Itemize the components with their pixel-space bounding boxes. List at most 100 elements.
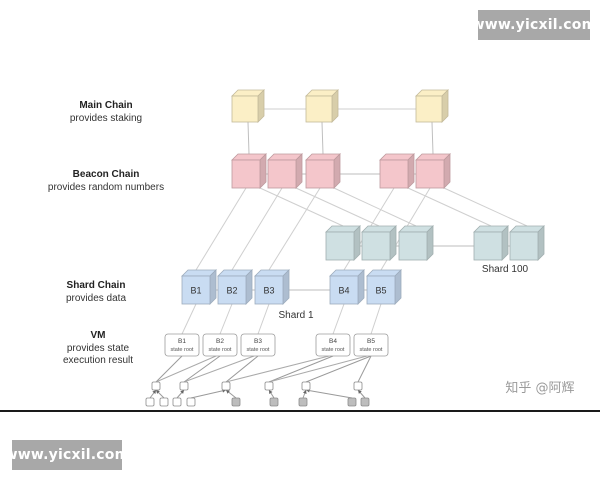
- leaf-node-mid-5: [301, 381, 311, 391]
- vm-title: VM: [91, 330, 106, 341]
- shard1-block-5: B5: [366, 269, 402, 305]
- shard-chain-desc: provides data: [66, 293, 126, 304]
- vm-block-5: B5 state root: [353, 333, 389, 357]
- main-chain-desc: provides staking: [70, 113, 142, 124]
- vm-block-label: B3: [254, 338, 262, 345]
- shard1-block-1-label: B1: [190, 286, 201, 296]
- shard1-block-1: B1: [181, 269, 217, 305]
- shard1-to-beacon-3: [268, 187, 321, 271]
- vm-block-3: B3 state root: [240, 333, 276, 357]
- connector-lines: [149, 108, 528, 399]
- beacon-to-main-2: [321, 121, 324, 155]
- leaf-node-mid-6: [353, 381, 363, 391]
- leaf-node-bottom-7: [298, 397, 308, 407]
- leaf-node-bottom-2: [159, 397, 169, 407]
- divider-line: [0, 410, 600, 412]
- shard100-block-3: [398, 225, 434, 261]
- main-chain-block-3: [415, 89, 449, 123]
- watermark-bottom: www.yicxil.com: [5, 440, 129, 470]
- vm-to-shard-4: [332, 303, 345, 335]
- shard1-block-4: B4: [329, 269, 365, 305]
- leaf-node-bottom-4: [186, 397, 196, 407]
- main-chain-block-1: [231, 89, 265, 123]
- vm-to-shard-1: [181, 303, 197, 335]
- vm-block-label: B5: [367, 338, 375, 345]
- shard100-to-beacon-5: [443, 187, 528, 227]
- vm-block-sub: state root: [322, 347, 345, 353]
- shard1-to-beacon-1: [195, 187, 247, 271]
- shard100-to-beacon-3: [333, 187, 417, 227]
- leaf-to-vm-3: [225, 355, 259, 383]
- leaf-node-mid-3: [221, 381, 231, 391]
- shard-1-label: Shard 1: [278, 310, 313, 321]
- leaf-node-bottom-1: [145, 397, 155, 407]
- vm-block-1: B1 state root: [164, 333, 200, 357]
- beacon-chain-block-4: [379, 153, 415, 189]
- leaf-node-bottom-8: [347, 397, 357, 407]
- leaf-node-mid-1: [151, 381, 161, 391]
- leaf-node-mid-4: [264, 381, 274, 391]
- shard-100-label: Shard 100: [482, 264, 529, 275]
- shard100-block-1: [325, 225, 361, 261]
- leaf-arrow-9-head: [358, 390, 362, 394]
- vm-block-sub: state root: [247, 347, 270, 353]
- beacon-chain-block-3: [305, 153, 341, 189]
- beacon-chain-block-5: [415, 153, 451, 189]
- leaf-node-bottom-3: [172, 397, 182, 407]
- leaf-arrow-8: [305, 389, 353, 399]
- shard100-block-5: [509, 225, 545, 261]
- shard100-block-2: [361, 225, 397, 261]
- vm-block-sub: state root: [360, 347, 383, 353]
- leaf-arrow-5-head: [226, 390, 230, 394]
- shard1-block-2-label: B2: [226, 286, 237, 296]
- leaf-node-mid-2: [179, 381, 189, 391]
- beacon-chain-block-2: [267, 153, 303, 189]
- vm-to-shard-5: [370, 303, 382, 335]
- beacon-chain-title: Beacon Chain: [73, 169, 140, 180]
- shard1-block-3-label: B3: [263, 286, 274, 296]
- vm-block-label: B4: [329, 338, 337, 345]
- leaf-cross-vm-1: [155, 355, 217, 383]
- beacon-to-main-3: [431, 121, 434, 155]
- shard100-to-beacon-4: [407, 187, 492, 227]
- vm-desc-line2: execution result: [63, 355, 133, 366]
- leaf-to-vm-6: [357, 355, 372, 383]
- beacon-chain-desc: provides random numbers: [48, 182, 164, 193]
- leaf-to-vm-4: [268, 355, 334, 383]
- leaf-arrow-3-head: [180, 390, 184, 394]
- leaf-to-vm-1: [155, 355, 183, 383]
- shard1-block-3: B3: [254, 269, 290, 305]
- vm-block-4: B4 state root: [315, 333, 351, 357]
- leaf-node-bottom-6: [269, 397, 279, 407]
- beacon-chain-block-1: [231, 153, 267, 189]
- vm-block-label: B2: [216, 338, 224, 345]
- vm-block-2: B2 state root: [202, 333, 238, 357]
- main-chain-block-2: [305, 89, 339, 123]
- leaf-arrow-2-head: [156, 390, 160, 394]
- vm-block-label: B1: [178, 338, 186, 345]
- shard1-block-4-label: B4: [338, 286, 349, 296]
- leaf-to-vm-5: [305, 355, 372, 383]
- watermark-top: www.yicxil.com: [472, 10, 596, 40]
- shard1-block-5-label: B5: [375, 286, 386, 296]
- main-chain-title: Main Chain: [79, 100, 132, 111]
- author-credit: 知乎 @阿辉: [505, 380, 574, 396]
- shard1-block-2: B2: [217, 269, 253, 305]
- leaf-cross-vm-3: [225, 355, 330, 383]
- leaf-node-bottom-9: [360, 397, 370, 407]
- leaf-arrow-4: [190, 389, 227, 399]
- leaf-to-vm-2: [183, 355, 221, 383]
- vm-desc-line1: provides state: [67, 343, 130, 354]
- vm-block-sub: state root: [209, 347, 232, 353]
- shard100-to-beacon-2: [295, 187, 380, 227]
- leaf-cross-vm-4: [268, 355, 368, 383]
- vm-to-shard-3: [257, 303, 270, 335]
- vm-to-shard-2: [219, 303, 233, 335]
- shard100-block-4: [473, 225, 509, 261]
- beacon-to-main-1: [247, 121, 250, 155]
- vm-block-sub: state root: [171, 347, 194, 353]
- leaf-cross-vm-2: [183, 355, 255, 383]
- leaf-arrow-1-head: [152, 390, 156, 394]
